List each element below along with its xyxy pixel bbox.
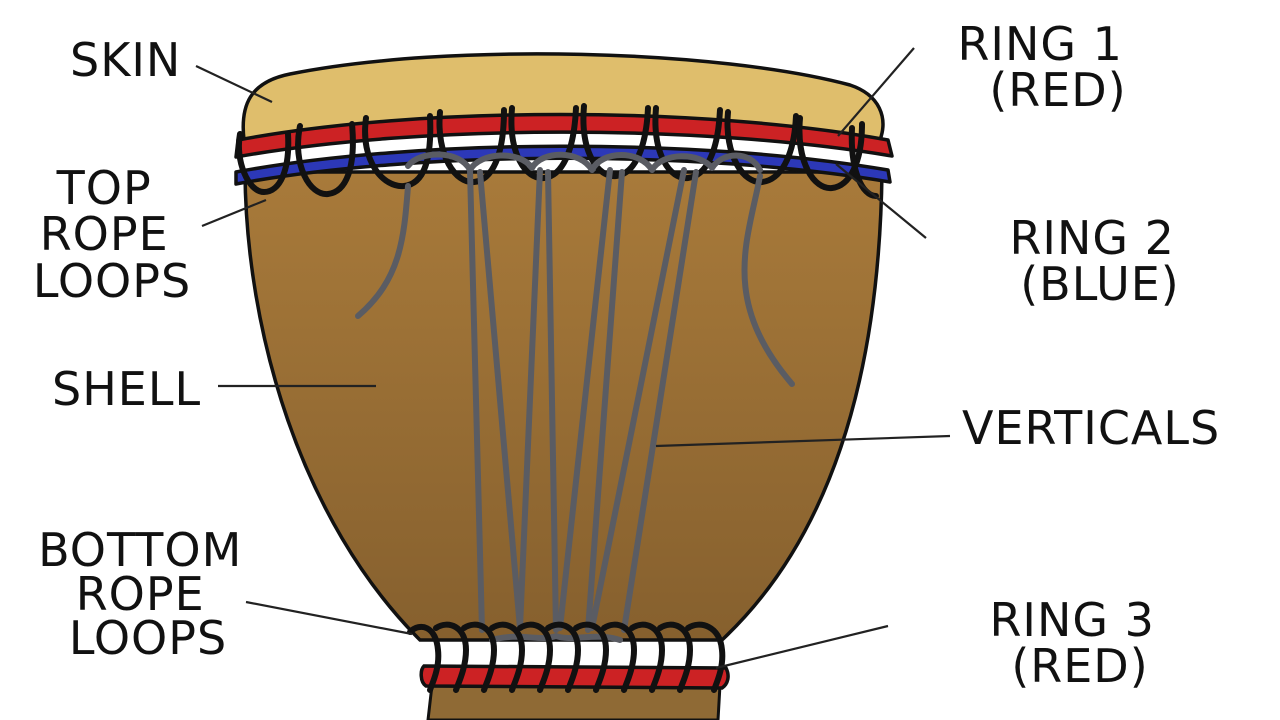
loose-rope-end-left <box>355 183 411 319</box>
bottom-rope-loops <box>407 621 726 693</box>
top-loop-3 <box>362 113 434 190</box>
top-rope-loops <box>235 103 879 199</box>
label-ring2: RING 2 (BLUE) <box>1009 211 1190 311</box>
verticals-ropes <box>355 167 795 633</box>
bottom-zigzag-rope <box>489 633 623 643</box>
bottom-loop <box>629 621 666 693</box>
top-loop-7 <box>652 105 723 182</box>
bottom-loop <box>657 621 694 693</box>
label-bottom-rope-loops: BOTTOM ROPE LOOPS <box>38 523 258 665</box>
top-loop-1 <box>235 131 292 196</box>
bottom-loop <box>433 621 470 693</box>
bottom-loop <box>407 623 442 693</box>
vertical-rope <box>557 167 613 631</box>
leader-verticals <box>655 434 951 448</box>
drum-foot <box>426 683 722 720</box>
label-top-rope-loops: TOP ROPE LOOPS <box>33 161 191 308</box>
label-verticals: VERTICALS <box>962 401 1220 455</box>
bottom-loop <box>573 621 610 693</box>
label-shell: SHELL <box>52 362 201 416</box>
leader-bottom-rope-loops <box>245 600 413 636</box>
bottom-loop <box>461 621 498 693</box>
vertical-rope <box>545 169 559 633</box>
leader-ring3 <box>715 624 889 670</box>
top-loop-10 <box>848 125 879 199</box>
leader-ring1 <box>837 47 915 137</box>
label-skin: SKIN <box>70 33 181 87</box>
vertical-rope <box>467 167 485 633</box>
vertical-rope <box>517 167 543 631</box>
bottom-loop <box>685 621 726 693</box>
vertical-rope <box>589 167 687 631</box>
vertical-rope <box>585 169 625 633</box>
top-loop-4 <box>436 107 507 186</box>
bottom-loop <box>545 621 582 693</box>
label-ring1: RING 1 (RED) <box>957 17 1138 117</box>
leader-skin <box>195 65 273 103</box>
top-loop-5 <box>508 105 579 182</box>
top-loop-9 <box>796 115 865 192</box>
top-loop-6 <box>580 103 651 180</box>
vertical-rope <box>621 169 699 633</box>
top-loop-2 <box>295 121 356 197</box>
leader-ring2 <box>835 163 927 239</box>
bottom-loop <box>489 621 526 693</box>
vertical-rope <box>477 169 523 631</box>
bottom-loop <box>517 621 554 693</box>
top-loop-8 <box>724 109 799 186</box>
label-ring3: RING 3 (RED) <box>989 593 1170 693</box>
bottom-loop <box>601 621 638 693</box>
loose-rope-end-right <box>741 173 795 387</box>
leader-top-rope-loops <box>201 198 267 228</box>
